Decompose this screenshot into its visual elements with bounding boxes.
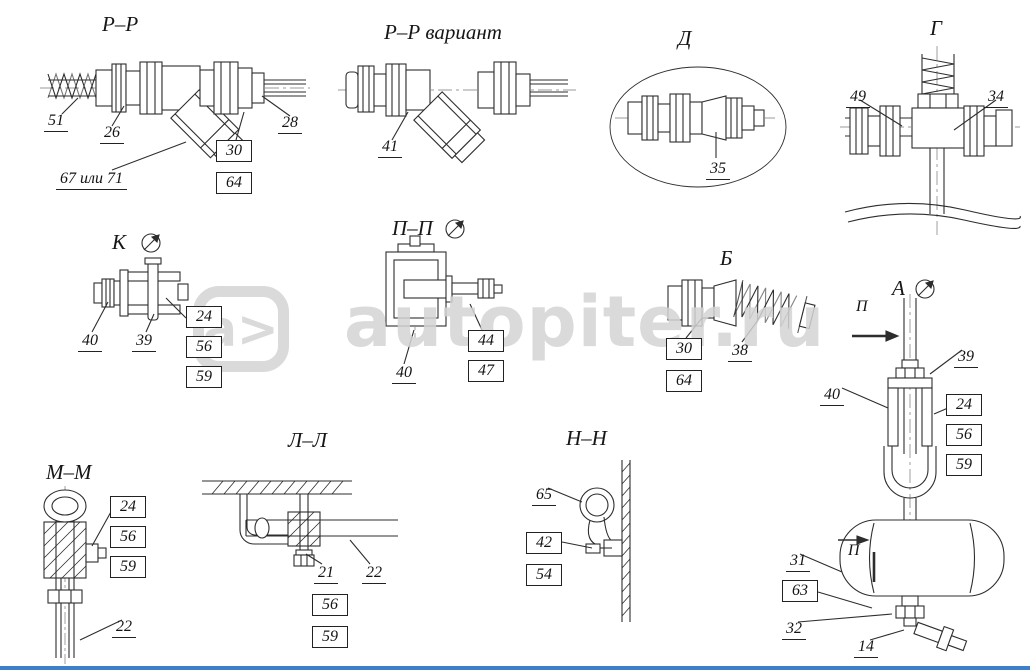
part-label: 24	[110, 496, 146, 518]
section-title-nn: Н–Н	[566, 426, 607, 450]
section-title-b: Б	[720, 246, 733, 270]
section-title-rrv: Р–Р вариант	[384, 20, 502, 44]
part-label: 42	[526, 532, 562, 554]
part-label: 65	[532, 486, 556, 506]
section-title-pp: П–П	[392, 216, 433, 240]
d-detail-drawing	[609, 66, 787, 188]
mm-leader-lines	[79, 509, 123, 641]
part-label: 40	[78, 332, 102, 352]
part-label: 59	[186, 366, 222, 388]
rr-assembly-drawing	[40, 61, 310, 171]
ll-leader-lines	[305, 539, 371, 565]
part-label: 63	[782, 580, 818, 602]
section-title-ll: Л–Л	[288, 428, 327, 452]
pp-bracket-drawing	[385, 219, 503, 365]
part-label: 30	[666, 338, 702, 360]
part-label: 24	[186, 306, 222, 328]
k-bracket-drawing	[91, 233, 189, 333]
ll-hanger-drawing	[202, 480, 398, 567]
part-label: 22	[112, 618, 136, 638]
footer-accent-bar	[0, 666, 1030, 670]
section-title-a: А	[892, 276, 905, 300]
part-label: 40	[820, 386, 844, 406]
section-title-g: Г	[930, 16, 942, 40]
part-label: 21	[314, 564, 338, 584]
part-label: 51	[44, 112, 68, 132]
b-fitting-drawing	[667, 279, 816, 343]
section-title-mm: М–М	[46, 460, 92, 484]
rr-leader-lines	[61, 95, 291, 171]
section-cut-mark: П	[848, 542, 860, 559]
part-label: 31	[786, 552, 810, 572]
part-label: 24	[946, 394, 982, 416]
rr-variant-leader-lines	[391, 111, 409, 141]
part-label: 54	[526, 564, 562, 586]
part-label: 32	[782, 620, 806, 640]
part-label: 56	[946, 424, 982, 446]
mm-clamp-drawing	[43, 486, 123, 664]
nn-leader-lines	[547, 487, 593, 549]
part-label: 26	[100, 124, 124, 144]
part-label: 56	[312, 594, 348, 616]
part-label: 44	[468, 330, 504, 352]
view-direction-icon	[915, 279, 935, 299]
part-label: 40	[392, 364, 416, 384]
part-label: 41	[378, 138, 402, 158]
part-label: 59	[312, 626, 348, 648]
part-label: 38	[728, 342, 752, 362]
part-label: 47	[468, 360, 504, 382]
g-leader-lines	[859, 99, 997, 131]
pp-leader-lines	[403, 303, 483, 365]
a-leader-lines	[797, 349, 963, 641]
view-direction-icon	[445, 219, 465, 239]
b-leader-lines	[685, 317, 759, 343]
view-direction-icon	[141, 233, 161, 253]
part-label: 39	[954, 348, 978, 368]
part-label: 14	[854, 638, 878, 658]
part-label: 28	[278, 114, 302, 134]
part-label: 34	[984, 88, 1008, 108]
section-title-rr: Р–Р	[102, 12, 139, 36]
a-reservoir-assembly-drawing	[797, 279, 1005, 652]
part-label: 56	[186, 336, 222, 358]
part-label: 35	[706, 160, 730, 180]
part-label: 22	[362, 564, 386, 584]
part-label: 30	[216, 140, 252, 162]
section-title-k: К	[112, 230, 126, 254]
part-label: 59	[946, 454, 982, 476]
part-label: 49	[846, 88, 870, 108]
rr-variant-assembly-drawing	[338, 61, 576, 164]
part-label: 64	[216, 172, 252, 194]
part-label: 64	[666, 370, 702, 392]
part-label: 67 или 71	[56, 170, 127, 190]
part-label: 39	[132, 332, 156, 352]
g-assembly-drawing	[840, 46, 1021, 236]
nn-clamp-drawing	[547, 460, 631, 622]
section-title-d: Д	[678, 26, 692, 50]
part-label: 56	[110, 526, 146, 548]
k-leader-lines	[91, 297, 187, 333]
section-cut-mark: П	[856, 298, 868, 315]
part-label: 59	[110, 556, 146, 578]
